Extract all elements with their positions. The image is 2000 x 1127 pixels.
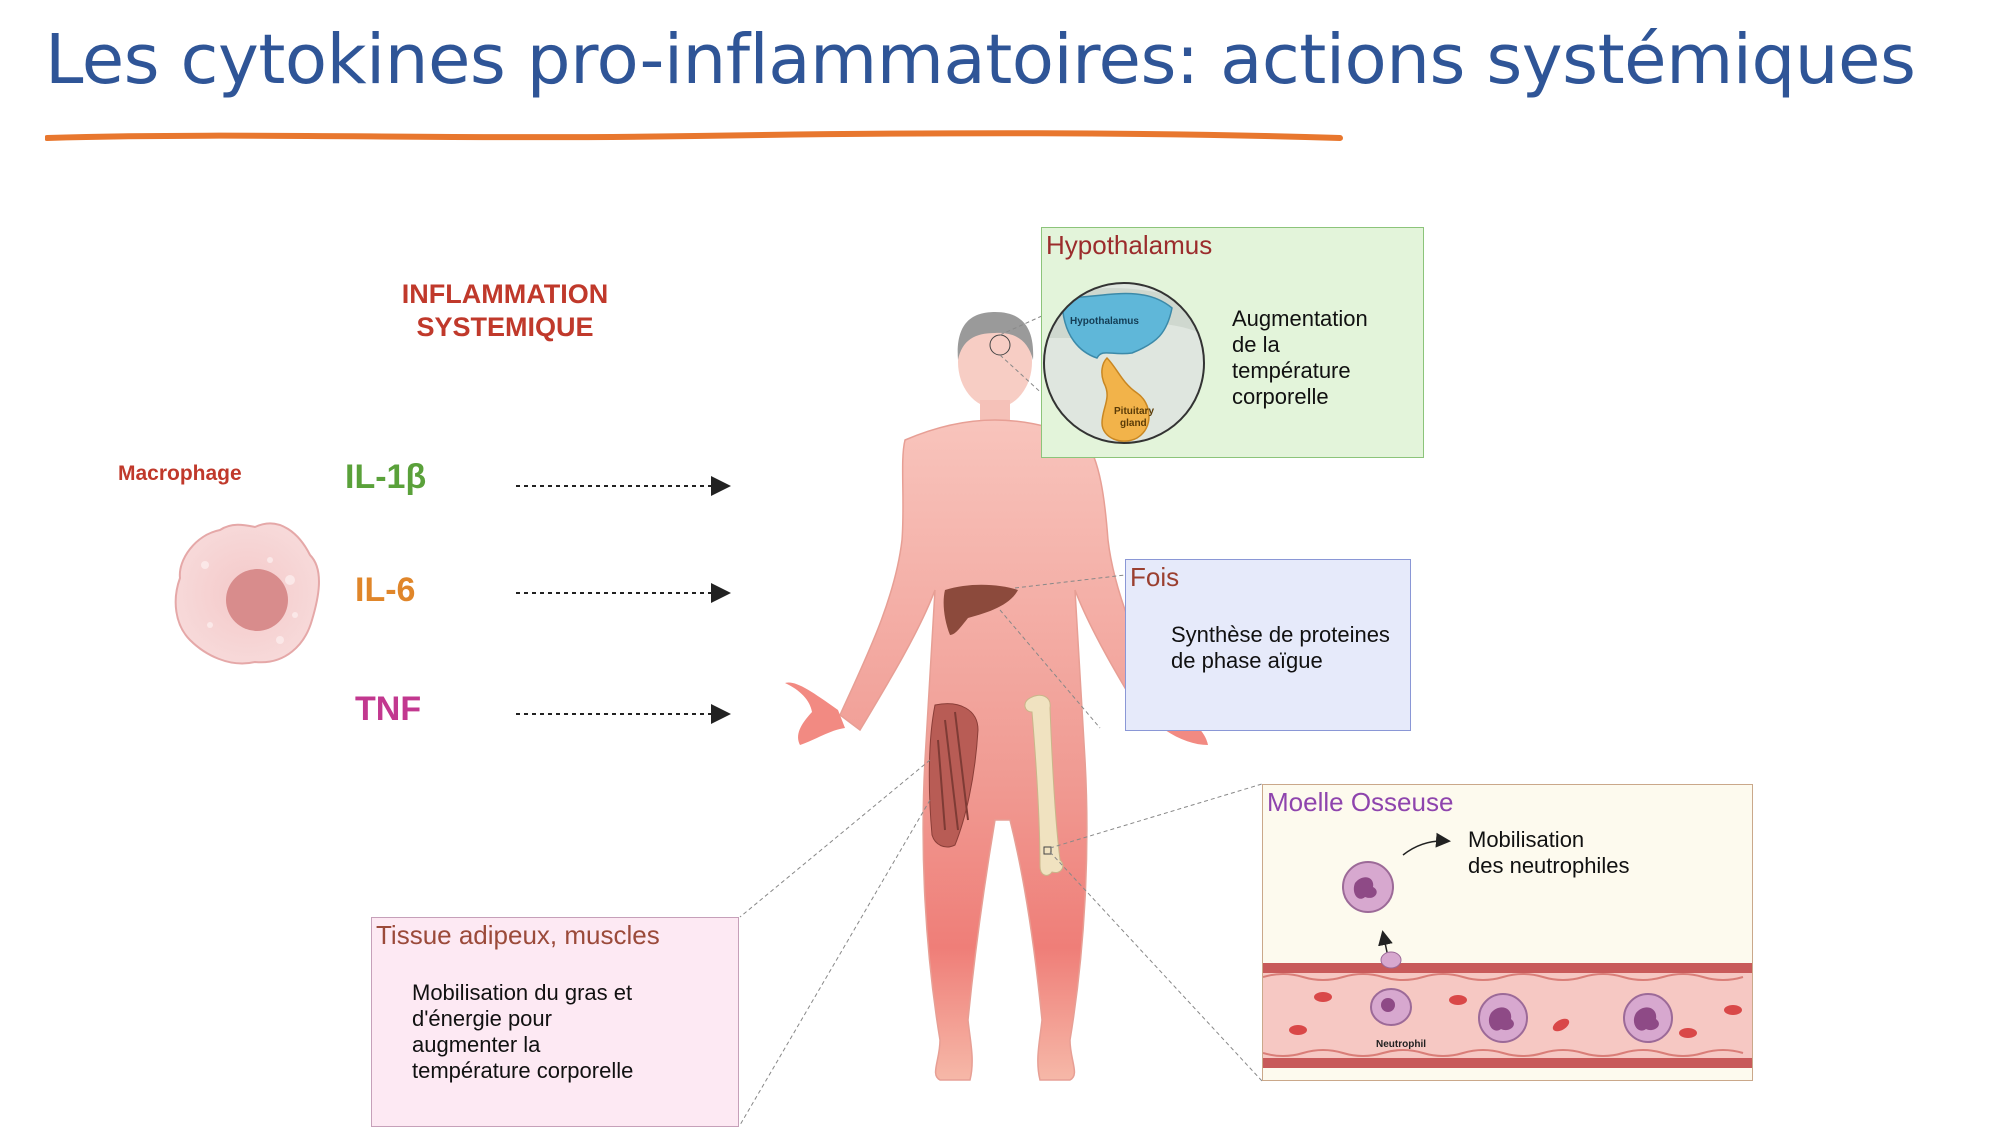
hypothalamus-text: Augmentation de la température corporell…	[1232, 306, 1368, 410]
moelle-osseuse-box: Moelle Osseuse Mobilisation des neutroph…	[1262, 784, 1753, 1081]
fois-text: Synthèse de proteines de phase aïgue	[1171, 622, 1390, 674]
tissue-text-line: température corporelle	[412, 1058, 634, 1083]
cytokine-tnf: TNF	[355, 690, 422, 728]
tissue-text: Mobilisation du gras et d'énergie pour a…	[412, 980, 633, 1084]
pituitary-inset-label-line1: Pituitary	[1114, 406, 1154, 417]
tissue-text-line: Mobilisation du gras et	[412, 980, 633, 1005]
hypothalamus-title: Hypothalamus	[1046, 230, 1213, 260]
moelle-text-line: Mobilisation	[1468, 827, 1585, 852]
fois-title: Fois	[1130, 562, 1180, 592]
pituitary-inset-label-line2: gland	[1120, 418, 1147, 429]
human-body	[785, 312, 1208, 1081]
cytokine-il1b: IL-1β	[345, 458, 427, 496]
moelle-title: Moelle Osseuse	[1267, 787, 1454, 817]
connector-lines	[739, 309, 1263, 1125]
macrophage-label: Macrophage	[118, 462, 242, 485]
hypothalamus-box: Hypothalamus Hypothalamus Pituitary glan…	[1041, 227, 1424, 458]
title-underline	[45, 130, 1343, 141]
hypothalamus-inset-illustration: Hypothalamus Pituitary gland	[1043, 282, 1205, 444]
inflammation-heading: INFLAMMATION SYSTEMIQUE	[401, 279, 609, 342]
neutrophil-label: Neutrophil	[1376, 1039, 1426, 1050]
fois-box: Fois Synthèse de proteines de phase aïgu…	[1125, 559, 1411, 731]
moelle-text: Mobilisation des neutrophiles	[1468, 827, 1629, 879]
tissue-title: Tissue adipeux, muscles	[376, 920, 660, 950]
blood-vessel-illustration: Neutrophil	[1263, 832, 1752, 1068]
cytokine-il6: IL-6	[355, 571, 416, 609]
hypothalamus-text-line: de la	[1232, 332, 1280, 357]
hypothalamus-text-line: Augmentation	[1232, 306, 1368, 331]
fois-text-line: Synthèse de proteines	[1171, 622, 1390, 647]
tissue-box: Tissue adipeux, muscles Mobilisation du …	[371, 917, 739, 1127]
fois-text-line: de phase aïgue	[1171, 648, 1323, 673]
slide-title: Les cytokines pro-inflammatoires: action…	[45, 20, 1916, 100]
moelle-text-line: des neutrophiles	[1468, 853, 1630, 878]
macrophage-cell	[174, 522, 320, 665]
tissue-text-line: augmenter la	[412, 1032, 541, 1057]
hypothalamus-inset-label: Hypothalamus	[1070, 316, 1139, 327]
hypothalamus-text-line: température	[1232, 358, 1351, 383]
tissue-text-line: d'énergie pour	[412, 1006, 552, 1031]
hypothalamus-text-line: corporelle	[1232, 384, 1329, 409]
